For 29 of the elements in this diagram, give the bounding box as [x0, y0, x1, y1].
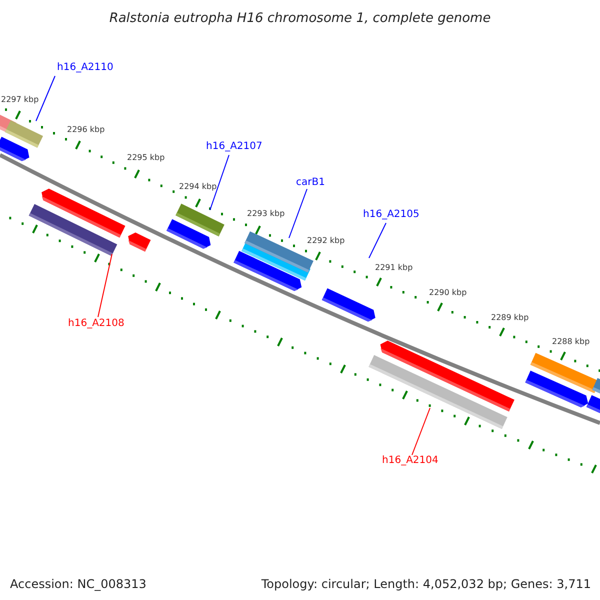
- leader-line: [288, 188, 308, 238]
- gene-name: h16_A2107: [206, 141, 262, 153]
- leader-line: [98, 254, 112, 318]
- title: Ralstonia eutropha H16 chromosome 1, complete genome: [109, 10, 491, 28]
- gene-name: h16_A2104: [382, 455, 438, 467]
- gene-feature: [176, 204, 224, 236]
- gene-name: carB1: [296, 177, 325, 189]
- position-label: 2292 kbp: [307, 235, 345, 247]
- leader-line: [368, 222, 386, 258]
- footer-text: Accession: NC_008313: [10, 576, 146, 593]
- leader-line: [36, 76, 56, 122]
- footer-text: Topology: circular; Length: 4,052,032 bp; Genes: 3,711: [261, 576, 591, 593]
- gene-name: h16_A2108: [68, 318, 124, 330]
- position-label: 2296 kbp: [67, 124, 105, 136]
- position-label: 2293 kbp: [247, 208, 285, 220]
- position-label: 2290 kbp: [429, 287, 467, 299]
- position-label: 2294 kbp: [179, 181, 217, 193]
- position-label: 2297 kbp: [1, 94, 39, 106]
- leader-line: [412, 408, 430, 456]
- position-label: 2291 kbp: [375, 262, 413, 274]
- position-label: 2288 kbp: [552, 336, 590, 348]
- position-label: 2289 kbp: [491, 312, 529, 324]
- gene-feature: [28, 204, 118, 256]
- position-label: 2295 kbp: [127, 152, 165, 164]
- gene-name: h16_A2105: [363, 209, 420, 221]
- leader-line: [210, 154, 230, 210]
- gene-feature: [4, 120, 44, 148]
- gene-feature: [368, 355, 508, 429]
- gene-name: h16_A2110: [57, 62, 114, 74]
